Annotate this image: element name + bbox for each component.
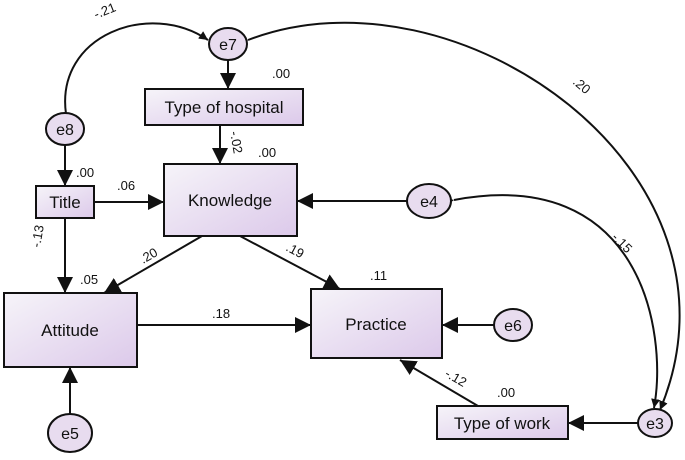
r2-type-of-hospital: .00 (272, 66, 290, 81)
error-e6: e6 (493, 308, 533, 342)
error-e7: e7 (208, 27, 248, 61)
title-label: Title (49, 193, 81, 212)
r2-practice: .11 (370, 268, 387, 283)
error-e4: e4 (406, 183, 452, 219)
e6-label: e6 (504, 318, 522, 335)
error-e5: e5 (47, 413, 93, 453)
e7-label: e7 (219, 37, 237, 54)
cov-e4-e3: -.15 (609, 230, 635, 256)
cov-e7-e3: .20 (570, 74, 593, 97)
knowledge-label: Knowledge (188, 191, 272, 210)
e3-label: e3 (646, 416, 664, 433)
path-knowledge-practice (239, 235, 341, 290)
coef-hospital-knowledge: -.02 (227, 130, 246, 155)
covariance-e7-e3 (237, 21, 681, 411)
e5-label: e5 (61, 426, 79, 443)
cov-e8-e7: -.21 (92, 0, 118, 22)
coef-attitude-practice: .18 (212, 306, 230, 321)
attitude-label: Attitude (41, 321, 99, 340)
covariance-e8-e7 (62, 22, 209, 124)
r2-knowledge: .00 (258, 145, 276, 160)
node-practice: Practice (310, 288, 443, 359)
error-e8: e8 (45, 112, 85, 146)
coef-title-attitude: -.13 (28, 224, 47, 249)
path-work-practice (399, 359, 479, 407)
node-title: Title (35, 185, 95, 219)
practice-label: Practice (345, 315, 406, 334)
e4-label: e4 (420, 194, 438, 211)
type-of-work-label: Type of work (454, 414, 551, 433)
node-type-of-hospital: Type of hospital (144, 88, 304, 126)
type-of-hospital-label: Type of hospital (164, 98, 283, 117)
r2-type-of-work: .00 (497, 385, 515, 400)
r2-attitude: .05 (80, 272, 98, 287)
covariance-e4-e3 (444, 194, 661, 409)
error-e3: e3 (637, 408, 673, 438)
coef-title-knowledge: .06 (117, 178, 135, 193)
coef-knowledge-practice: .19 (284, 239, 307, 261)
coef-work-practice: -.12 (443, 366, 470, 390)
path-knowledge-attitude (103, 235, 203, 294)
r2-title: .00 (76, 165, 94, 180)
node-type-of-work: Type of work (436, 405, 569, 440)
e8-label: e8 (56, 122, 74, 139)
node-attitude: Attitude (3, 292, 138, 368)
node-knowledge: Knowledge (163, 163, 298, 237)
